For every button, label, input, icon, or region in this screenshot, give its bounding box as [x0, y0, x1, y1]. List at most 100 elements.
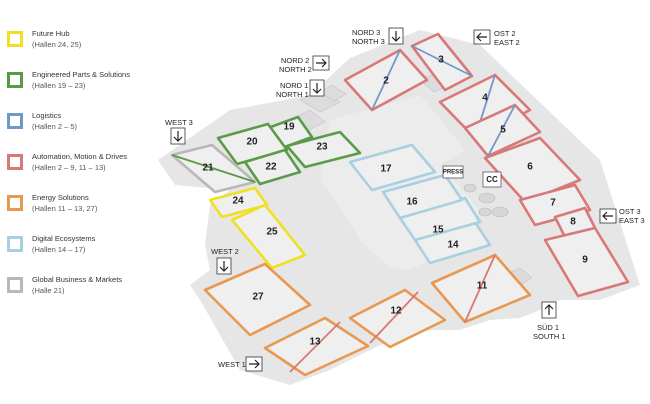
legend-halls: (Hallen 2 – 9, 11 – 13) [32, 163, 106, 172]
hall-17[interactable]: 17 [348, 143, 437, 192]
hall-7-label: 7 [550, 198, 556, 209]
hall-23[interactable]: 23 [285, 130, 362, 169]
legend-name: Logistics [32, 111, 62, 120]
hall-25-shape [230, 203, 307, 270]
entrance-west-1[interactable]: WEST 1 [218, 356, 263, 372]
legend-halls: (Hallen 19 – 23) [32, 81, 86, 90]
entrance-sued-1[interactable]: SÜD 1 SOUTH 1 [533, 301, 566, 341]
hall-3-diagonal [411, 45, 473, 77]
hall-12-label: 12 [390, 306, 402, 317]
legend-name: Automation, Motion & Drives [32, 152, 128, 161]
legend-swatch [7, 195, 23, 211]
hall-24-label: 24 [232, 196, 244, 207]
entrance-label-de: WEST 2 [211, 247, 239, 256]
legend-name: Future Hub [32, 29, 70, 38]
hall-13-label: 13 [309, 337, 321, 348]
legend-item-global-business[interactable]: Global Business & Markets (Halle 21) [7, 274, 167, 315]
hall-12-shape [348, 288, 447, 349]
hall-16[interactable]: 16 [381, 173, 464, 220]
arrow-right-icon [316, 58, 327, 68]
hall-6[interactable]: 6 [483, 136, 582, 204]
hall-12[interactable]: 12 [348, 288, 447, 349]
hall-27[interactable]: 27 [203, 262, 312, 337]
hall-13-diagonal [289, 321, 341, 373]
hall-14-label: 14 [447, 240, 459, 251]
hall-5-label: 5 [500, 125, 506, 136]
hall-9[interactable]: 9 [543, 226, 630, 298]
arrow-down-icon [219, 261, 229, 272]
hall-22-shape [243, 148, 302, 186]
hall-23-shape [285, 130, 362, 169]
hall-25[interactable]: 25 [230, 203, 307, 270]
legend-name: Digital Ecosystems [32, 234, 96, 243]
legend-item-automation[interactable]: Automation, Motion & Drives (Hallen 2 – … [7, 151, 167, 192]
cc-domes [463, 183, 509, 218]
hall-6-shape [483, 136, 582, 204]
legend-swatch [7, 31, 23, 47]
hall-4-label: 4 [482, 93, 488, 104]
hall-21[interactable]: 21 [170, 143, 257, 194]
hall-13[interactable]: 13 [263, 316, 370, 377]
hall-22[interactable]: 22 [243, 148, 302, 186]
legend-item-logistics[interactable]: Logistics (Hallen 2 – 5) [7, 110, 167, 151]
entrance-ost-3[interactable]: OST 3 EAST 3 [599, 207, 645, 225]
legend-item-energy-solutions[interactable]: Energy Solutions (Hallen 11 – 13, 27) [7, 192, 167, 233]
hall-24[interactable]: 24 [208, 186, 269, 219]
hall-21-diagonal [171, 154, 256, 183]
hall-11-label: 11 [477, 281, 488, 292]
entrance-label-en: EAST 3 [619, 216, 645, 225]
legend-swatch [7, 277, 23, 293]
hall-11-diagonal [464, 254, 496, 323]
hall-25-label: 25 [266, 227, 278, 238]
cc-label-box [482, 171, 502, 188]
entrance-label-de: NORD 2 [281, 56, 309, 65]
press-label-box [442, 165, 464, 179]
entrance-ost-2[interactable]: OST 2 EAST 2 [473, 29, 520, 47]
entrance-west-2[interactable]: WEST 2 [211, 247, 239, 275]
entrance-label-de: WEST 3 [165, 118, 193, 127]
legend-name: Global Business & Markets [32, 275, 123, 284]
hall-2[interactable]: 2 [343, 48, 429, 112]
entrance-label-en: SOUTH 1 [533, 332, 566, 341]
hall-5[interactable]: 5 [463, 103, 542, 158]
arrow-right-icon [249, 359, 260, 369]
hall-22-label: 22 [265, 162, 277, 173]
press-center[interactable]: PRESS [442, 165, 464, 179]
press-label: PRESS [443, 170, 463, 176]
hall-7-shape [518, 183, 592, 227]
hall-9-shape [543, 226, 630, 298]
legend-item-engineered-parts[interactable]: Engineered Parts & Solutions (Hallen 19 … [7, 69, 167, 110]
entrance-west-3[interactable]: WEST 3 [165, 118, 193, 145]
hall-2-diagonal [371, 49, 401, 111]
hall-9-label: 9 [582, 255, 588, 266]
legend-item-future-hub[interactable]: Future Hub (Hallen 24, 25) [7, 28, 167, 69]
entrance-label-en: EAST 2 [494, 38, 520, 47]
entrance-label-de: OST 3 [619, 207, 641, 216]
hall-17-shape [348, 143, 437, 192]
hall-7[interactable]: 7 [518, 183, 592, 227]
hall-11[interactable]: 11 [430, 253, 532, 324]
legend-halls: (Hallen 2 – 5) [32, 122, 78, 131]
arrow-left-icon [602, 211, 613, 221]
legend-halls: (Hallen 24, 25) [32, 40, 82, 49]
legend-item-digital-ecosystems[interactable]: Digital Ecosystems (Hallen 14 – 17) [7, 233, 167, 274]
conference-center[interactable]: CC [463, 171, 509, 218]
hall-27-label: 27 [252, 292, 264, 303]
arrow-down-icon [173, 131, 183, 142]
legend-name: Engineered Parts & Solutions [32, 70, 130, 79]
arrow-up-icon [544, 304, 554, 315]
hall-15-label: 15 [432, 225, 444, 236]
entrance-nord-2[interactable]: NORD 2 NORTH 2 [279, 55, 330, 74]
hall-3[interactable]: 3 [410, 32, 474, 92]
legend-swatch [7, 236, 23, 252]
hall-19-label: 19 [283, 122, 295, 133]
arrow-down-icon [391, 31, 401, 42]
hall-11-shape [430, 253, 532, 324]
entrance-nord-3[interactable]: NORD 3 NORTH 3 [352, 27, 404, 46]
hall-17-label: 17 [380, 164, 392, 175]
hall-20-label: 20 [246, 137, 258, 148]
legend-halls: (Hallen 14 – 17) [32, 245, 86, 254]
entrance-nord-1[interactable]: NORD 1 NORTH 1 [276, 79, 325, 99]
